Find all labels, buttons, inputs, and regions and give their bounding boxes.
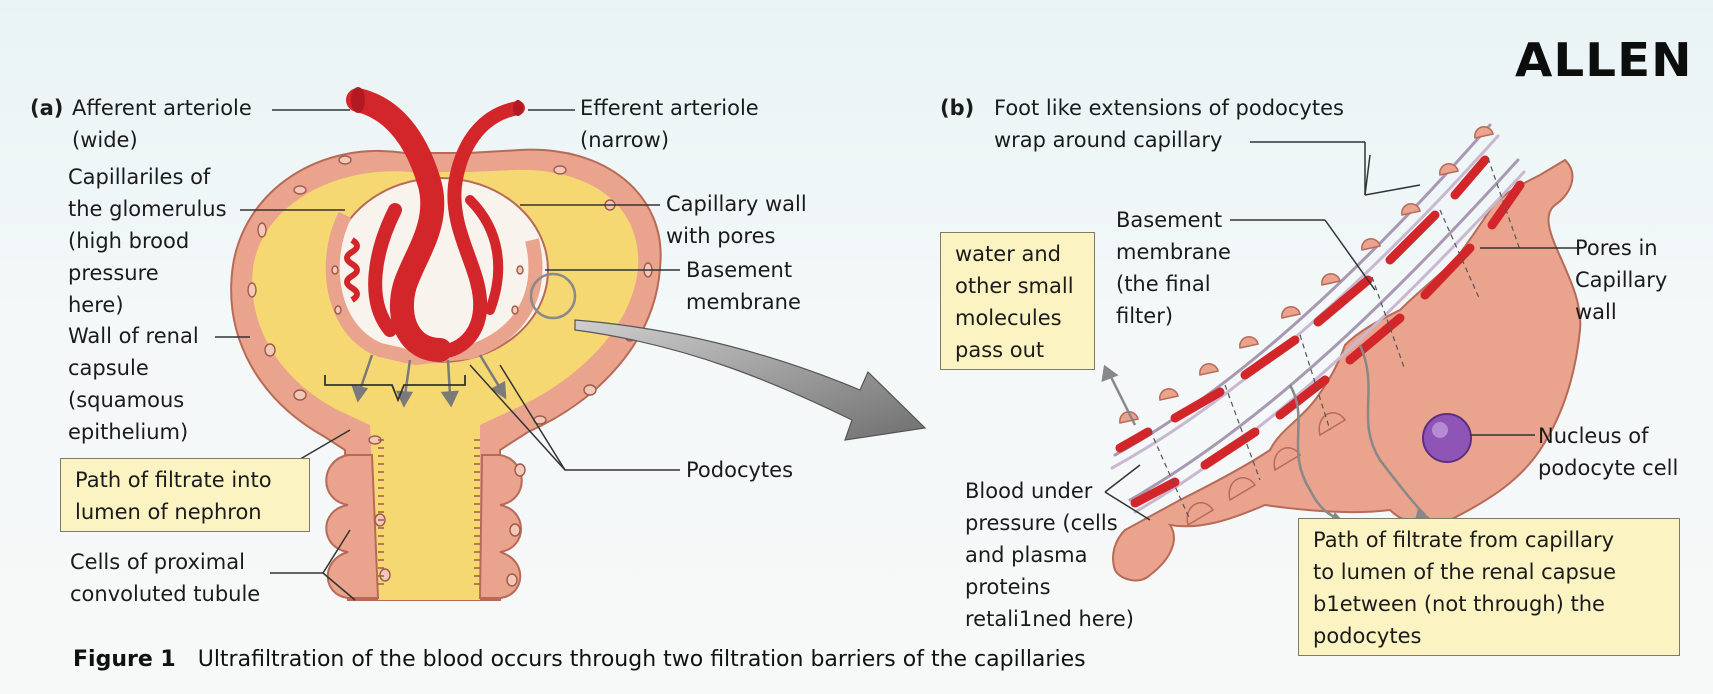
- label-pct-cells: Cells of proximal convoluted tubule: [70, 550, 261, 606]
- label-podocytes: Podocytes: [686, 458, 794, 482]
- label-pores-capillary-wall: Pores in Capillary wall: [1575, 236, 1668, 324]
- label-foot-extensions: Foot like extensions of podocytes wrap a…: [994, 96, 1344, 152]
- filtrate-arrows-b: [1288, 344, 1426, 522]
- label-podocyte-nucleus: Nucleus of podocyte cell: [1538, 424, 1679, 480]
- label-basement-membrane-b: Basement membrane (the final filter): [1116, 208, 1231, 328]
- water-molecules-box: water and other small molecules pass out: [940, 232, 1095, 370]
- foot-processes: [1119, 126, 1494, 527]
- leader-lines-b: [1104, 141, 1578, 521]
- podocyte-nucleus: [1422, 413, 1472, 463]
- figure-caption: Figure 1 Ultrafiltration of the blood occ…: [73, 645, 1086, 675]
- afferent-arteriole: [346, 88, 452, 362]
- capillary-red-segments: [1115, 155, 1525, 508]
- pct-cells: [325, 454, 523, 599]
- label-glomerulus-capillaries: Capillariles of the glomerulus (high bro…: [68, 165, 227, 317]
- podocyte-diagram: [1101, 123, 1582, 582]
- magnifier-circle: [529, 272, 577, 320]
- leader-lines-a: [215, 109, 680, 601]
- label-capillary-wall: Capillary wall with pores: [666, 192, 807, 248]
- label-blood-under-pressure: Blood under pressure (cells and plasma p…: [965, 479, 1134, 631]
- label-afferent-arteriole: Afferent arteriole (wide): [72, 96, 252, 152]
- allen-logo: ALLEN: [1515, 33, 1693, 87]
- label-efferent-arteriole: Efferent arteriole (narrow): [580, 96, 759, 152]
- zoom-arrow: [574, 319, 927, 441]
- panel-b-tag: (b): [940, 96, 975, 120]
- filtrate-path-box-b: Path of filtrate from capillary to lumen…: [1298, 518, 1680, 656]
- podocyte-cell-body: [1112, 158, 1582, 582]
- label-basement-membrane-a: Basement membrane: [686, 258, 801, 314]
- efferent-arteriole: [433, 101, 525, 359]
- figure-number: Figure 1: [73, 647, 176, 672]
- dashed-pore-lines: [1149, 157, 1521, 521]
- label-renal-capsule-wall: Wall of renal capsule (squamous epitheli…: [68, 324, 199, 444]
- panel-a-tag: (a): [30, 96, 64, 120]
- figure-caption-text: Ultrafiltration of the blood occurs thro…: [197, 647, 1086, 672]
- filtrate-path-box-a: Path of filtrate into lumen of nephron: [60, 458, 310, 532]
- glomerulus-diagram: [230, 87, 662, 601]
